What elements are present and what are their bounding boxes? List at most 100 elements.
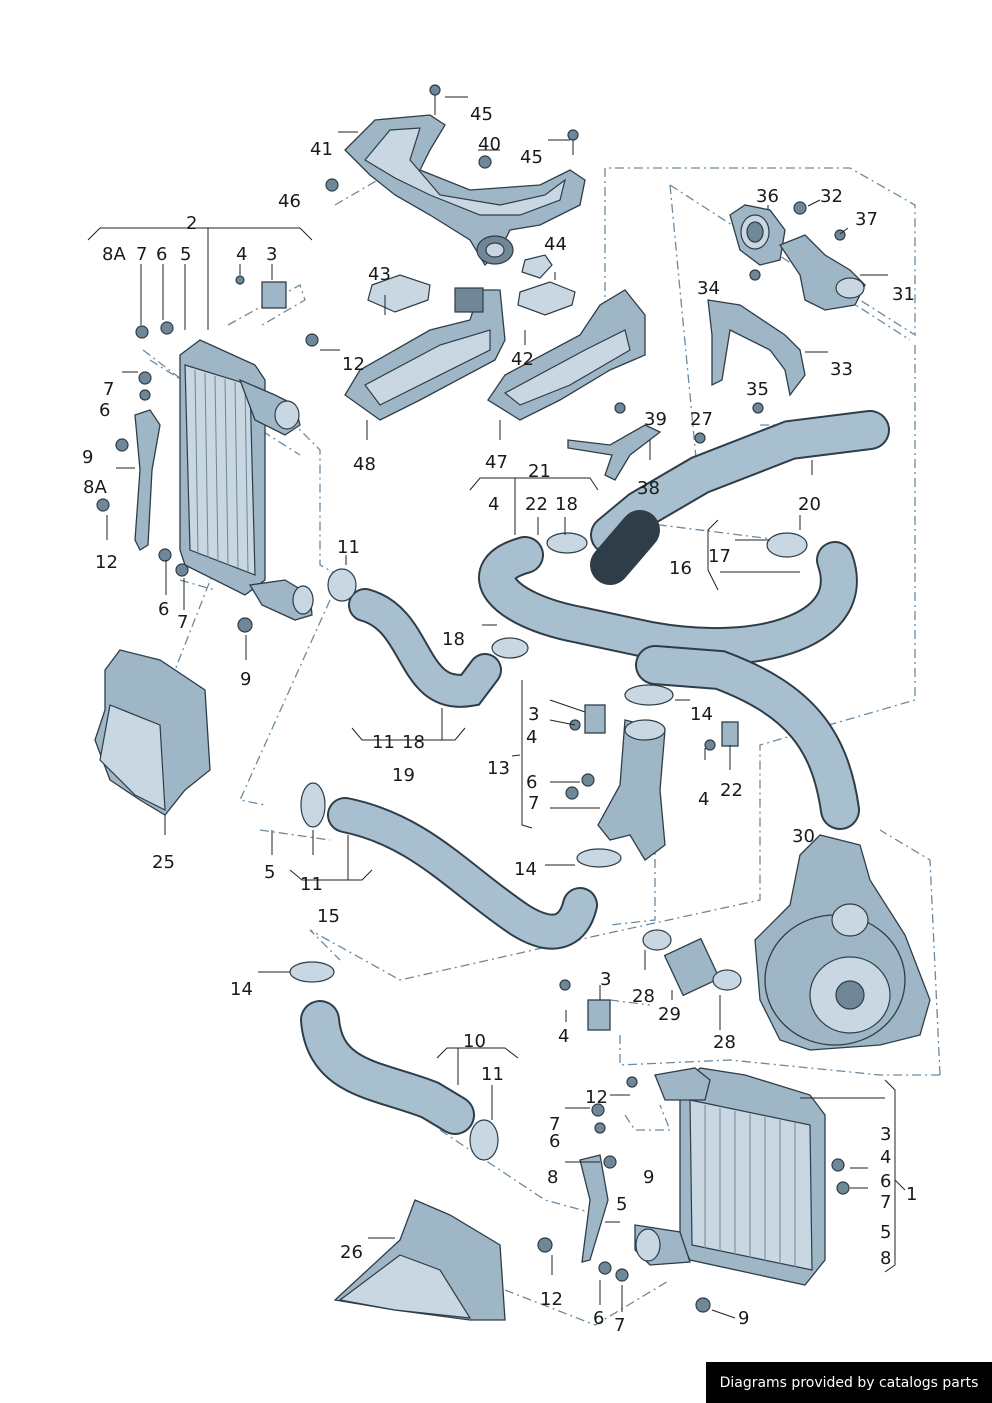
charge-pipe-4-21[interactable] — [478, 536, 858, 666]
label: 12 — [95, 552, 118, 573]
label: 2 — [186, 213, 197, 234]
label: 13 — [487, 758, 510, 779]
intake-manifold-48[interactable] — [344, 287, 506, 421]
label: 5 — [264, 862, 275, 883]
air-guide-25[interactable] — [94, 649, 211, 816]
label: 29 — [658, 1004, 681, 1025]
label: 11 — [481, 1064, 504, 1085]
turbocharger[interactable] — [754, 834, 931, 1051]
bracket-8[interactable] — [579, 1154, 609, 1263]
fasteners — [96, 84, 850, 1313]
label: 7 — [103, 379, 114, 400]
label: 3 — [880, 1124, 891, 1145]
label: 34 — [697, 278, 720, 299]
label: 41 — [310, 139, 333, 160]
label: 40 — [478, 134, 501, 155]
left-intercooler[interactable] — [179, 339, 314, 621]
label: 12 — [540, 1289, 563, 1310]
label: 9 — [82, 447, 93, 468]
label: 44 — [544, 234, 567, 255]
label: 32 — [820, 186, 843, 207]
label: 5 — [180, 244, 191, 265]
label: 4 — [880, 1147, 891, 1168]
pipe-16[interactable] — [635, 645, 860, 830]
label: 6 — [593, 1308, 604, 1329]
label: 43 — [368, 264, 391, 285]
label: 22 — [525, 494, 548, 515]
label: 11 — [300, 874, 323, 895]
label: 21 — [528, 461, 551, 482]
label: 6 — [549, 1131, 560, 1152]
label: 19 — [392, 765, 415, 786]
hose-11-18[interactable] — [348, 588, 502, 708]
label: 28 — [632, 986, 655, 1007]
label: 8 — [547, 1167, 558, 1188]
label: 7 — [528, 793, 539, 814]
label: 18 — [442, 629, 465, 650]
label: 8A — [102, 244, 126, 265]
label: 14 — [514, 859, 537, 880]
label: 6 — [158, 599, 169, 620]
label: 45 — [470, 104, 493, 125]
label: 25 — [152, 852, 175, 873]
label: 37 — [855, 209, 878, 230]
label: 20 — [798, 494, 821, 515]
right-intercooler[interactable] — [634, 1067, 826, 1286]
label: 9 — [738, 1308, 749, 1329]
label: 3 — [528, 704, 539, 725]
label: 14 — [230, 979, 253, 1000]
label: 9 — [240, 669, 251, 690]
throttle-body[interactable] — [729, 204, 786, 266]
label: 7 — [614, 1315, 625, 1336]
label: 11 — [337, 537, 360, 558]
label: 30 — [792, 826, 815, 847]
label: 3 — [600, 969, 611, 990]
label: 18 — [402, 732, 425, 753]
gasket-43 — [367, 274, 431, 313]
label: 7 — [880, 1192, 891, 1213]
bracket-33[interactable] — [707, 299, 806, 397]
hose-10[interactable] — [300, 1000, 475, 1135]
bracket-8A[interactable] — [134, 409, 161, 551]
label: 7 — [177, 612, 188, 633]
throttle-duct-31[interactable] — [779, 234, 866, 311]
label: 9 — [643, 1167, 654, 1188]
label: 17 — [708, 546, 731, 567]
y-pipe-13[interactable] — [597, 719, 666, 861]
hose-11-lower[interactable] — [327, 797, 598, 950]
label: 35 — [746, 379, 769, 400]
label: 12 — [585, 1087, 608, 1108]
label: 10 — [463, 1031, 486, 1052]
label: 42 — [511, 349, 534, 370]
intake-manifold-47[interactable] — [487, 289, 646, 421]
label: 8 — [880, 1248, 891, 1269]
air-guide-26[interactable] — [333, 1199, 506, 1321]
gasket-44 — [517, 254, 576, 316]
upper-intake-duct[interactable] — [344, 114, 586, 267]
callout-labels: 45 41 40 45 46 2 8A 7 6 5 4 3 43 44 36 3… — [82, 104, 917, 1336]
label: 7 — [136, 244, 147, 265]
label: 4 — [698, 789, 709, 810]
label: 48 — [353, 454, 376, 475]
bracket-38[interactable] — [567, 424, 662, 481]
label: 38 — [637, 478, 660, 499]
label: 18 — [555, 494, 578, 515]
leader-lines — [87, 96, 906, 1319]
label: 33 — [830, 359, 853, 380]
label: 22 — [720, 780, 743, 801]
label: 6 — [99, 400, 110, 421]
label: 5 — [616, 1194, 627, 1215]
label: 12 — [342, 354, 365, 375]
hose-29[interactable] — [663, 937, 721, 997]
label: 8A — [83, 477, 107, 498]
label: 15 — [317, 906, 340, 927]
pipe-20[interactable] — [590, 410, 890, 585]
label: 7 — [549, 1114, 560, 1135]
label: 36 — [756, 186, 779, 207]
label: 1 — [906, 1184, 917, 1205]
label: 4 — [526, 727, 537, 748]
credit-banner: Diagrams provided by catalogs parts — [706, 1362, 992, 1403]
clamps — [289, 532, 808, 1161]
label: 3 — [266, 244, 277, 265]
